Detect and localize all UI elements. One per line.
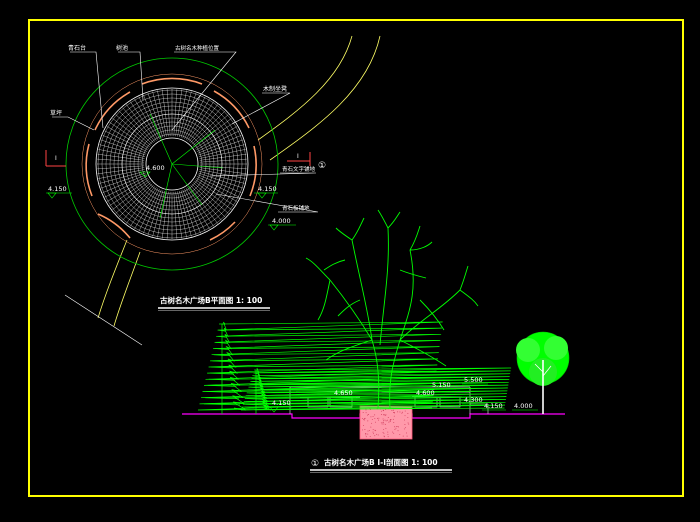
tree-pit-soil bbox=[361, 407, 410, 438]
section-elevation-r1: 5.150 bbox=[430, 381, 456, 390]
section-elevation-r4: 4.300 bbox=[462, 396, 486, 405]
svg-text:4.000: 4.000 bbox=[272, 217, 291, 225]
section-circle-marker: ① bbox=[318, 161, 326, 171]
paving-outer-circle bbox=[95, 87, 249, 241]
plan-elevation-left: 4.150 bbox=[46, 185, 72, 199]
round-tree bbox=[516, 331, 570, 414]
section-title-circle: ① bbox=[311, 459, 319, 469]
section-elevation-left: 4.150 bbox=[268, 399, 292, 413]
svg-text:4.650: 4.650 bbox=[334, 389, 353, 397]
plan-elevation-right: 4.150 bbox=[254, 185, 278, 199]
conifer-tree-large bbox=[197, 321, 443, 414]
svg-text:5.150: 5.150 bbox=[432, 381, 451, 389]
label-grass-top: 青石台 bbox=[68, 44, 86, 52]
drawing-frame bbox=[28, 19, 684, 497]
svg-text:4.150: 4.150 bbox=[484, 402, 503, 410]
center-radials bbox=[149, 113, 224, 219]
svg-text:5.500: 5.500 bbox=[464, 376, 483, 384]
seat-outer-circle bbox=[81, 73, 263, 255]
label-tree-position: 古树名木种植位置 bbox=[175, 44, 220, 52]
svg-text:4.600: 4.600 bbox=[416, 389, 435, 397]
tree-pit-circle bbox=[145, 137, 199, 191]
svg-text:I: I bbox=[55, 155, 57, 162]
section-mark-left: I bbox=[45, 150, 66, 167]
ancient-tree bbox=[305, 209, 479, 409]
path-break-line bbox=[64, 294, 143, 346]
svg-text:4.600: 4.600 bbox=[146, 164, 165, 172]
section-view: 4.150 4.650 5.150 5.500 4.600 4.300 4.15… bbox=[182, 209, 570, 473]
svg-text:4.150: 4.150 bbox=[258, 185, 277, 193]
plan-view: 青石台 树池 古树名木种植位置 木制坐凳 草坪 青石文字铺地 青石板铺地 4.6… bbox=[45, 35, 381, 346]
svg-text:4.000: 4.000 bbox=[514, 402, 533, 410]
tree-pit bbox=[359, 405, 413, 440]
section-elevation-platform: 4.650 bbox=[330, 389, 356, 398]
conifer-tree-small bbox=[240, 367, 512, 414]
label-stone-paving: 青石文字铺地 bbox=[282, 165, 316, 173]
plan-title: 古树名木广场B平面图 1: 100 bbox=[160, 295, 262, 305]
section-elevation-r5: 4.150 bbox=[482, 402, 506, 411]
plan-elevation-center: 4.600 bbox=[139, 164, 165, 178]
section-title: 古树名木广场B I-I剖面图 1: 100 bbox=[324, 457, 438, 467]
label-wood-seat: 木制坐凳 bbox=[263, 85, 287, 93]
section-elevation-r6: 4.000 bbox=[512, 402, 538, 411]
label-bluestone-paving: 青石板铺地 bbox=[282, 204, 310, 212]
section-elevation-r3: 4.600 bbox=[414, 389, 440, 398]
stone-paving-pattern bbox=[97, 89, 247, 239]
wood-seat-ring bbox=[85, 77, 257, 241]
plan-elevation-bottom: 4.000 bbox=[268, 217, 296, 231]
svg-text:I: I bbox=[297, 153, 299, 160]
label-seat: 树池 bbox=[116, 44, 128, 52]
leader-lines bbox=[52, 51, 319, 213]
section-elevation-r2: 5.500 bbox=[462, 376, 488, 385]
svg-text:4.150: 4.150 bbox=[272, 399, 291, 407]
outer-lawn-circle bbox=[65, 57, 279, 271]
svg-text:4.150: 4.150 bbox=[48, 185, 67, 193]
svg-text:4.300: 4.300 bbox=[464, 396, 483, 404]
label-lawn: 草坪 bbox=[50, 109, 62, 117]
section-mark-right: I ① bbox=[287, 152, 326, 171]
